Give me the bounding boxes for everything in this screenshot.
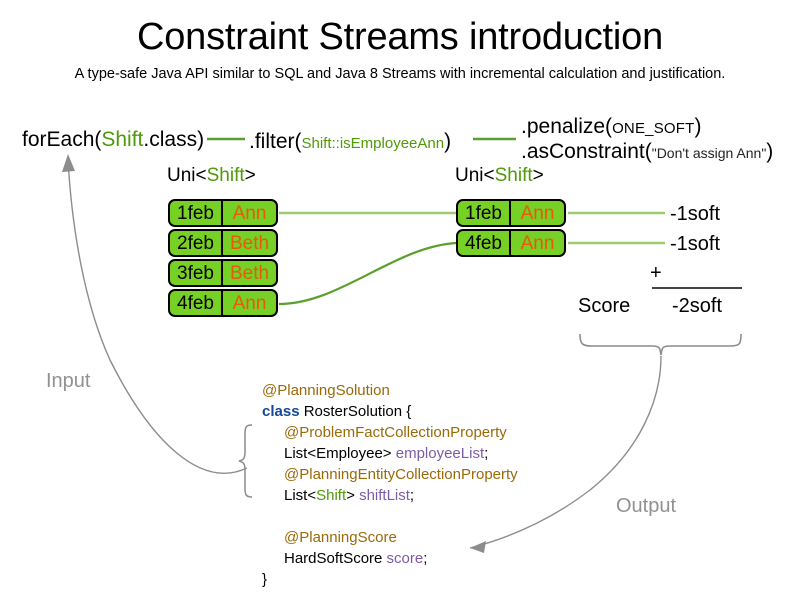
uni-right-type: Shift xyxy=(494,165,533,186)
code-line: List<Employee> employeeList; xyxy=(262,443,518,464)
tuple-date-cell: 1feb xyxy=(168,199,222,227)
code-line: List<Shift> shiftList; xyxy=(262,485,518,506)
fields-brace xyxy=(238,424,253,498)
code-line: HardSoftScore score; xyxy=(262,548,518,569)
code-token: @PlanningSolution xyxy=(262,382,390,399)
code-line: @PlanningEntityCollectionProperty xyxy=(262,464,518,485)
filter-call: .filter( xyxy=(249,130,302,153)
asconstraint-close: ) xyxy=(766,140,774,163)
stream-type-right: Uni<Shift> xyxy=(455,165,544,187)
tuple-link-4feb xyxy=(278,241,458,306)
score-label: Score xyxy=(578,295,631,317)
uni-left-suffix: > xyxy=(244,165,256,186)
penalty-value-2: -1soft xyxy=(670,233,721,255)
filter-argument: Shift::isEmployeeAnn xyxy=(301,135,445,152)
penalize-call: .penalize( xyxy=(521,115,613,138)
code-token: ; xyxy=(484,445,489,462)
code-token: shiftList xyxy=(359,487,410,504)
code-token: employeeList xyxy=(395,445,485,462)
penalize-close: ) xyxy=(694,115,702,138)
uni-left-type: Shift xyxy=(206,165,245,186)
code-token: > xyxy=(346,487,360,504)
asconstraint-argument: "Don't assign Ann" xyxy=(651,145,767,161)
penalize-expression: .penalize(ONE_SOFT) xyxy=(521,115,702,139)
tuple-name-cell: Ann xyxy=(222,199,278,227)
code-token: @PlanningScore xyxy=(284,529,397,546)
filter-close: ) xyxy=(444,130,452,153)
code-token: ; xyxy=(423,550,428,567)
score-total: -2soft xyxy=(672,295,723,317)
foreach-type: Shift xyxy=(101,128,144,151)
page-subtitle: A type-safe Java API similar to SQL and … xyxy=(74,66,726,82)
code-token: List<Employee> xyxy=(284,445,396,462)
code-line: @PlanningScore xyxy=(262,527,518,548)
foreach-rest: .class) xyxy=(143,128,205,151)
code-token: @PlanningEntityCollectionProperty xyxy=(284,466,518,483)
code-token: class xyxy=(262,403,300,420)
code-token: HardSoftScore xyxy=(284,550,387,567)
tuple-name-cell: Beth xyxy=(222,229,278,257)
stream-type-left: Uni<Shift> xyxy=(167,165,256,187)
score-brace xyxy=(579,333,742,356)
code-line: @PlanningSolution xyxy=(262,380,518,401)
foreach-call: forEach( xyxy=(22,128,102,151)
code-token: RosterSolution { xyxy=(299,403,412,420)
tuple-date-cell: 4feb xyxy=(456,229,510,257)
uni-left-prefix: Uni< xyxy=(167,165,207,186)
penalize-argument: ONE_SOFT xyxy=(612,120,695,137)
code-line xyxy=(262,506,518,527)
tuple-name-cell: Ann xyxy=(510,229,566,257)
code-line: } xyxy=(262,569,518,590)
penalty-value-1: -1soft xyxy=(670,203,721,225)
asconstraint-call: .asConstraint( xyxy=(521,140,652,163)
tuple-date-cell: 1feb xyxy=(456,199,510,227)
tuple-name-cell: Beth xyxy=(222,259,278,287)
tuple-date-cell: 2feb xyxy=(168,229,222,257)
foreach-expression: forEach(Shift.class) xyxy=(22,128,204,152)
tuple-date-cell: 4feb xyxy=(168,289,222,317)
output-label: Output xyxy=(616,495,677,517)
code-token: List< xyxy=(284,487,317,504)
input-label: Input xyxy=(46,370,91,392)
code-token: ; xyxy=(409,487,415,504)
tuple-name-cell: Ann xyxy=(222,289,278,317)
code-line: class RosterSolution { xyxy=(262,401,518,422)
uni-right-suffix: > xyxy=(532,165,544,186)
code-token: } xyxy=(262,571,268,588)
code-line: @ProblemFactCollectionProperty xyxy=(262,422,518,443)
domain-class-code: @PlanningSolution class RosterSolution { @… xyxy=(262,380,518,590)
code-token: Shift xyxy=(316,487,347,504)
input-arrowhead xyxy=(62,154,75,172)
code-token: score xyxy=(386,550,424,567)
tuple-name-cell: Ann xyxy=(510,199,566,227)
score-sum-operator: + xyxy=(650,262,662,284)
page-title: Constraint Streams introduction xyxy=(136,16,664,58)
tuple-date-cell: 3feb xyxy=(168,259,222,287)
code-token: @ProblemFactCollectionProperty xyxy=(284,424,507,441)
uni-right-prefix: Uni< xyxy=(455,165,495,186)
asconstraint-expression: .asConstraint("Don't assign Ann") xyxy=(521,140,773,164)
filter-expression: .filter(Shift::isEmployeeAnn) xyxy=(249,130,451,154)
